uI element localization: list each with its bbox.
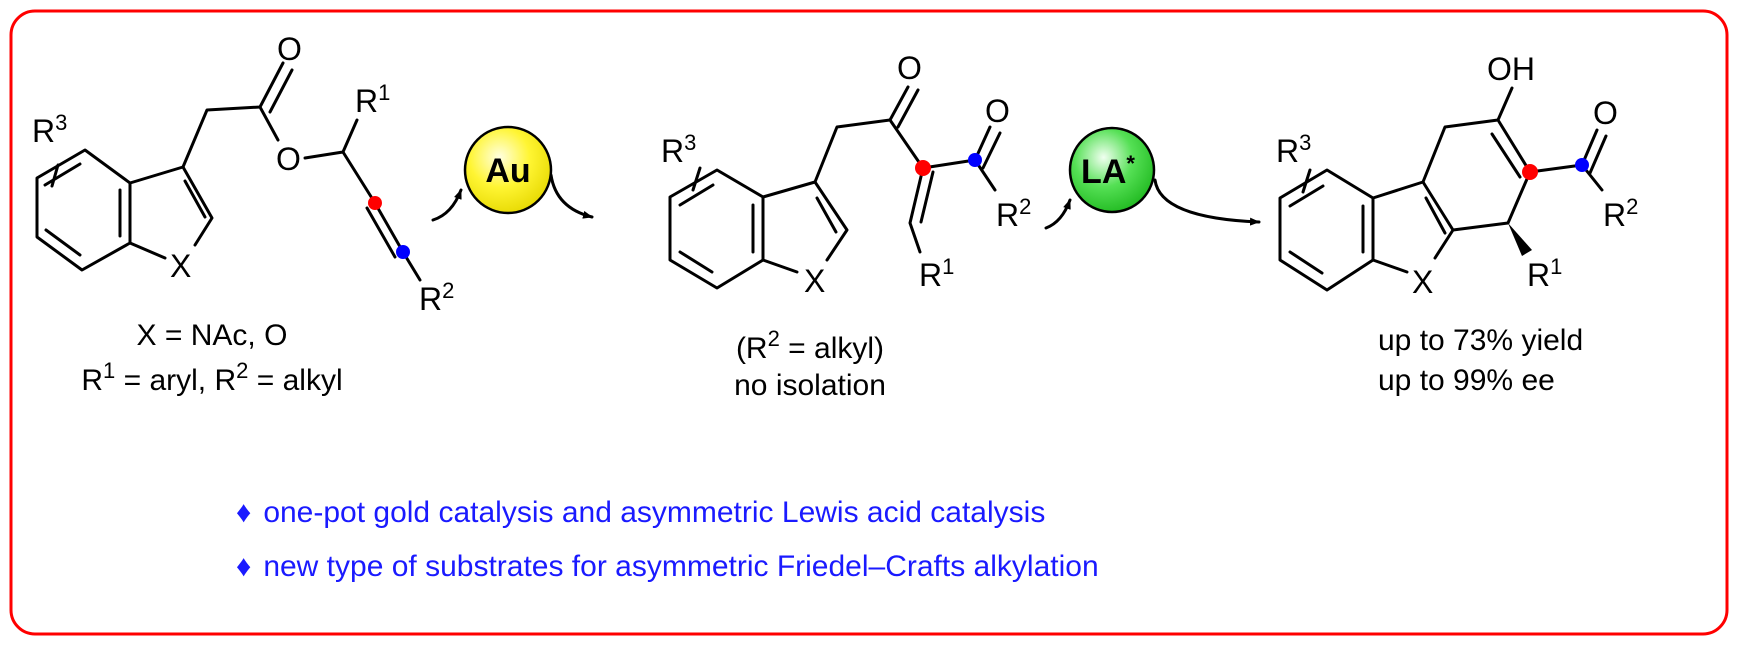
product-caption-yield: up to 73% yield bbox=[1378, 324, 1583, 357]
curved-arrow-out-la bbox=[1153, 178, 1261, 226]
substrate-caption-line1: X = NAc, O bbox=[137, 319, 288, 352]
red-dot-marker bbox=[368, 196, 382, 210]
frame-border bbox=[9, 9, 1729, 636]
atom-label-O-ester: O bbox=[276, 141, 301, 177]
intermediate-caption-line1: (R2 = alkyl) bbox=[736, 326, 884, 365]
atom-label-R2: R2 bbox=[419, 278, 454, 317]
product-structure: OH O R1 R2 R3 X bbox=[1276, 51, 1638, 300]
intermediate-caption-line2: no isolation bbox=[734, 369, 886, 402]
gold-catalyst-label: Au bbox=[485, 152, 530, 190]
diamond-bullet-icon: ♦ bbox=[236, 496, 251, 529]
atom-label-R1: R1 bbox=[919, 254, 954, 293]
substrate-caption-line2: R1 = aryl, R2 = alkyl bbox=[81, 358, 342, 397]
red-dot-marker bbox=[915, 160, 931, 176]
red-dot-marker bbox=[1522, 164, 1538, 180]
stereo-wedge-bond bbox=[1508, 223, 1532, 256]
diamond-bullet-icon: ♦ bbox=[236, 550, 251, 583]
lewis-acid-catalyst-label: LA* bbox=[1081, 151, 1135, 191]
atom-label-O-ketone: O bbox=[897, 50, 922, 86]
atom-label-O: O bbox=[1593, 95, 1618, 131]
atom-label-X: X bbox=[1412, 264, 1433, 300]
atom-label-R2: R2 bbox=[996, 194, 1031, 233]
product-caption-ee: up to 99% ee bbox=[1378, 364, 1555, 397]
atom-label-O-acyl: O bbox=[985, 93, 1010, 129]
substrate-structure: O O R1 R2 R3 X bbox=[32, 31, 454, 317]
intermediate-structure: O O R1 R2 R3 X bbox=[661, 50, 1031, 299]
lewis-acid-catalyst-circle bbox=[1068, 126, 1156, 214]
curved-arrow-in-au bbox=[431, 188, 463, 222]
blue-dot-marker bbox=[1575, 158, 1589, 172]
atom-label-X: X bbox=[170, 248, 191, 284]
blue-dot-marker bbox=[396, 245, 410, 259]
atom-label-R3: R3 bbox=[32, 110, 67, 149]
atom-label-R1: R1 bbox=[355, 80, 390, 119]
atom-label-R3: R3 bbox=[1276, 130, 1311, 169]
bullet-item: ♦new type of substrates for asymmetric F… bbox=[236, 550, 1099, 583]
curved-arrow-in-la bbox=[1044, 198, 1072, 230]
gold-catalyst-circle bbox=[463, 125, 553, 215]
atom-label-X: X bbox=[804, 263, 825, 299]
blue-dot-marker bbox=[968, 153, 982, 167]
atom-label-O-carbonyl: O bbox=[277, 31, 302, 67]
bullet-item: ♦one-pot gold catalysis and asymmetric L… bbox=[236, 496, 1045, 529]
atom-label-OH: OH bbox=[1487, 51, 1535, 87]
atom-label-R2: R2 bbox=[1603, 194, 1638, 233]
curved-arrow-out-au bbox=[549, 173, 594, 219]
atom-label-R3: R3 bbox=[661, 130, 696, 169]
atom-label-R1: R1 bbox=[1527, 254, 1562, 293]
